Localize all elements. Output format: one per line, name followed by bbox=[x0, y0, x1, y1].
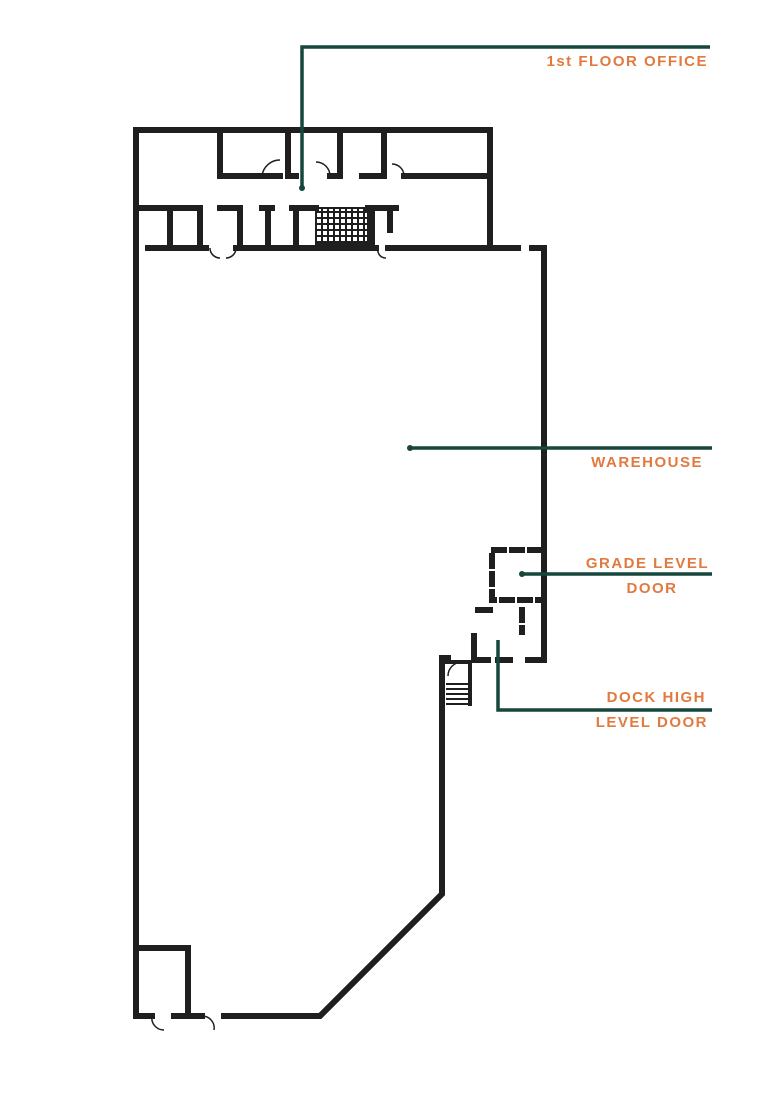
office-leader-dot bbox=[299, 185, 305, 191]
grade-door-label-line2: DOOR bbox=[627, 580, 678, 597]
grade-door-label-line1: GRADE LEVEL bbox=[586, 555, 709, 572]
office-label: 1st FLOOR OFFICE bbox=[546, 53, 708, 70]
grade-level-door-symbol bbox=[475, 547, 543, 635]
dock-door-label-line2: LEVEL DOOR bbox=[596, 714, 708, 731]
dock-door-leader bbox=[496, 640, 712, 712]
office-stairs bbox=[315, 207, 369, 245]
dock-door-label-line1: DOCK HIGH bbox=[607, 689, 706, 706]
warehouse-outline bbox=[133, 245, 547, 1031]
office-block bbox=[133, 127, 493, 259]
warehouse-leader-dot bbox=[407, 445, 413, 451]
office-leader bbox=[300, 45, 710, 188]
grade-door-leader-dot bbox=[519, 571, 525, 577]
dock-stairs bbox=[442, 660, 472, 706]
warehouse-label: WAREHOUSE bbox=[591, 454, 703, 471]
leader-lines bbox=[299, 45, 712, 712]
bottom-left-room bbox=[137, 945, 191, 1015]
labels: 1st FLOOR OFFICE WAREHOUSE GRADE LEVEL D… bbox=[546, 53, 709, 731]
